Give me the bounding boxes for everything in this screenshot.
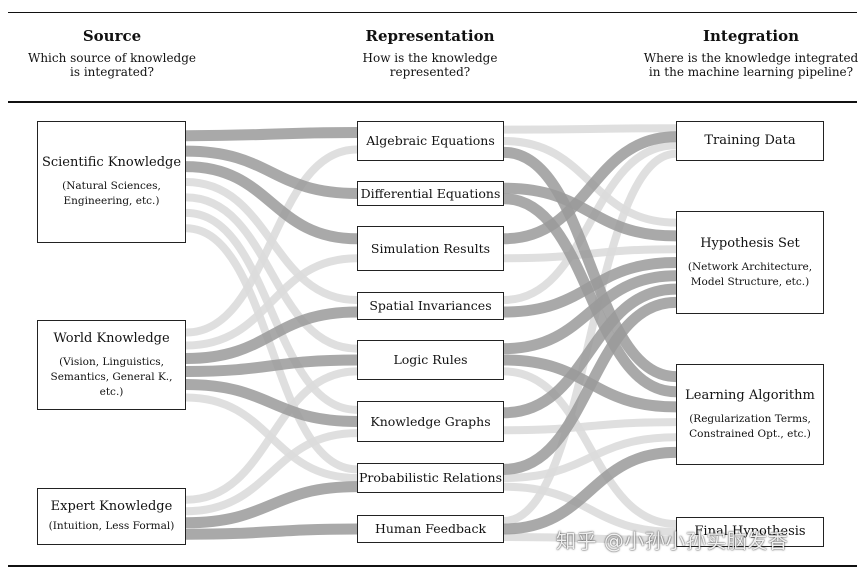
representation-label-graphs: Knowledge Graphs: [370, 413, 491, 429]
header-rule: [8, 101, 857, 103]
source-flow-world-to-graphs: [185, 379, 358, 427]
source-flow-expert-to-graphs: [185, 429, 358, 516]
integration-subtitle-learning-line-2: Constrained Opt., etc.): [689, 427, 811, 440]
column-title-source: Source: [82, 27, 142, 45]
source-flow-scientific-to-graphs: [185, 208, 358, 414]
source-subtitle-world: (Vision, Linguistics, Semantics, General…: [38, 355, 185, 400]
representation-box-differential: Differential Equations: [357, 181, 504, 206]
integration-subtitle-hypothesis-line-1: (Network Architecture,: [687, 260, 813, 273]
source-subtitle-expert: (Intuition, Less Formal): [49, 519, 175, 534]
integration-subtitle-learning: (Regularization Terms, Constrained Opt.,…: [689, 412, 811, 442]
representation-box-spatial: Spatial Invariances: [357, 292, 504, 320]
source-flow-world-to-spatial: [185, 306, 358, 364]
source-flow-scientific-to-differential: [185, 145, 358, 199]
source-flow-expert-to-probabilistic: [185, 481, 358, 529]
integration-title-learning: Learning Algorithm: [685, 387, 815, 403]
column-subtitle-source-line-2: is integrated?: [70, 65, 154, 79]
integration-box-final: Final Hypothesis: [676, 517, 824, 547]
representation-flow-graphs-to-hypothesis: [503, 283, 677, 419]
integration-title-training: Training Data: [704, 133, 796, 148]
integration-box-hypothesis: Hypothesis Set (Network Architecture, Mo…: [676, 211, 824, 314]
representation-flow-differential-to-learning: [503, 193, 677, 398]
column-subtitle-integration-line-2: in the machine learning pipeline?: [648, 65, 854, 79]
representation-box-graphs: Knowledge Graphs: [357, 401, 504, 442]
integration-title-hypothesis: Hypothesis Set: [700, 235, 800, 251]
source-subtitle-scientific-line-2: Engineering, etc.): [63, 195, 160, 207]
representation-box-logic: Logic Rules: [357, 340, 504, 380]
source-box-world: World Knowledge (Vision, Linguistics, Se…: [37, 320, 186, 410]
source-flow-scientific-to-logic: [185, 193, 358, 353]
column-subtitle-source-line-1: Which source of knowledge: [27, 51, 197, 65]
representation-label-probabilistic: Probabilistic Relations: [358, 470, 503, 485]
integration-subtitle-hypothesis-line-2: Model Structure, etc.): [690, 275, 810, 288]
representation-flow-probabilistic-to-final: [503, 482, 677, 536]
representation-flow-spatial-to-training: [503, 141, 677, 304]
source-flow-expert-to-logic: [185, 367, 358, 504]
representation-flow-spatial-to-hypothesis: [503, 257, 677, 318]
source-flow-scientific-to-algebraic: [185, 127, 358, 142]
integration-subtitle-learning-line-1: (Regularization Terms,: [689, 412, 811, 425]
representation-box-human: Human Feedback: [357, 515, 504, 543]
representation-flow-human-to-learning: [503, 446, 677, 535]
source-subtitle-expert-line-1: (Intuition, Less Formal): [48, 520, 175, 532]
bottom-rule: [8, 565, 857, 567]
column-subtitle-representation-line-1: How is the knowledge: [362, 51, 498, 65]
representation-flow-differential-to-hypothesis: [503, 182, 677, 242]
representation-flow-logic-to-hypothesis: [503, 270, 677, 355]
integration-title-final: Final Hypothesis: [694, 524, 806, 539]
representation-flow-simulation-to-training: [503, 131, 677, 245]
column-header-representation: Representation How is the knowledge repr…: [330, 27, 530, 79]
representation-flow-human-to-training: [503, 149, 677, 525]
source-box-expert: Expert Knowledge (Intuition, Less Formal…: [37, 488, 186, 545]
source-box-scientific: Scientific Knowledge (Natural Sciences, …: [37, 121, 186, 243]
integration-box-training: Training Data: [676, 121, 824, 161]
top-rule: [8, 12, 857, 13]
source-flow-expert-to-human: [185, 523, 358, 540]
representation-flow-algebraic-to-learning: [503, 146, 677, 383]
column-title-integration: Integration: [702, 27, 800, 45]
source-subtitle-scientific: (Natural Sciences, Engineering, etc.): [62, 179, 161, 209]
source-flow-world-to-algebraic: [185, 145, 358, 337]
representation-flow-logic-to-final: [503, 367, 677, 528]
column-subtitle-integration-line-1: Where is the knowledge integrated: [643, 51, 859, 65]
source-title-expert: Expert Knowledge: [50, 499, 173, 514]
column-subtitle-integration: Where is the knowledge integrated in the…: [640, 51, 862, 79]
representation-flow-probabilistic-to-learning: [503, 433, 677, 482]
representation-flow-graphs-to-learning: [503, 418, 677, 435]
source-title-world: World Knowledge: [53, 330, 170, 346]
representation-box-probabilistic: Probabilistic Relations: [357, 463, 504, 493]
source-flow-scientific-to-probabilistic: [185, 224, 358, 474]
representation-flow-human-to-final: [503, 533, 677, 544]
representation-box-simulation: Simulation Results: [357, 226, 504, 271]
column-header-source: Source Which source of knowledge is inte…: [22, 27, 202, 79]
integration-subtitle-hypothesis: (Network Architecture, Model Structure, …: [688, 260, 812, 290]
source-subtitle-scientific-line-1: (Natural Sciences,: [62, 180, 161, 192]
integration-box-learning: Learning Algorithm (Regularization Terms…: [676, 364, 824, 465]
column-title-representation: Representation: [365, 27, 495, 45]
source-title-scientific: Scientific Knowledge: [41, 155, 182, 170]
representation-flow-probabilistic-to-hypothesis: [503, 296, 677, 475]
column-subtitle-representation-line-2: represented?: [389, 65, 471, 79]
source-subtitle-world-line-2: Semantics, General K., etc.): [50, 370, 173, 398]
representation-label-human: Human Feedback: [374, 521, 487, 536]
source-subtitle-world-line-1: (Vision, Linguistics,: [59, 355, 164, 368]
representation-label-logic: Logic Rules: [393, 352, 468, 367]
source-flow-world-to-simulation: [185, 254, 358, 350]
source-flow-world-to-logic: [185, 354, 358, 377]
representation-label-spatial: Spatial Invariances: [369, 298, 492, 313]
representation-label-simulation: Simulation Results: [370, 240, 491, 256]
source-flow-scientific-to-simulation: [185, 161, 358, 245]
column-subtitle-source: Which source of knowledge is integrated?: [22, 51, 202, 79]
representation-label-algebraic: Algebraic Equations: [366, 133, 495, 148]
representation-label-differential: Differential Equations: [360, 185, 501, 201]
column-subtitle-representation: How is the knowledge represented?: [330, 51, 530, 79]
column-header-integration: Integration Where is the knowledge integ…: [640, 27, 862, 79]
watermark: 知乎 @小孙小孙实脑发香: [556, 529, 789, 553]
representation-box-algebraic: Algebraic Equations: [357, 121, 504, 161]
representation-flow-algebraic-to-training: [503, 124, 677, 134]
